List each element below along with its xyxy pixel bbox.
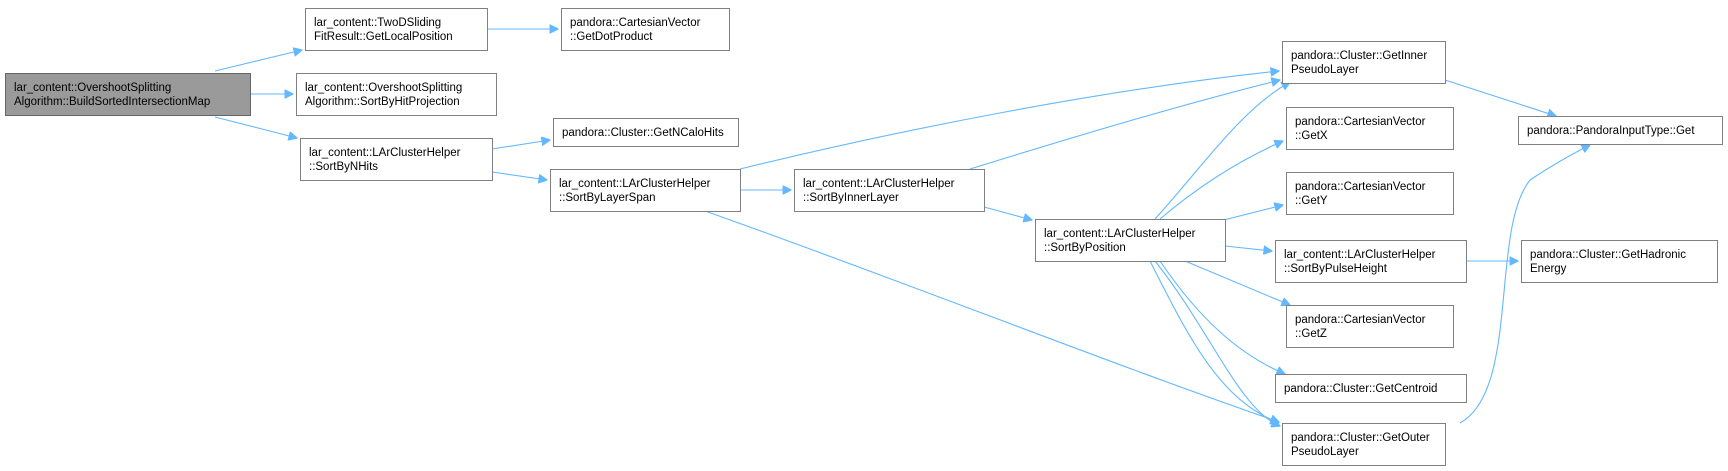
node-label-line: pandora::CartesianVector [570,17,701,29]
edge-root-to-twod-getlocal [214,50,302,72]
node-label-line: lar_content::LArClusterHelper [803,178,955,190]
node-label-line: lar_content::LArClusterHelper [1044,228,1196,240]
node-box [794,169,985,212]
node-label-line: ::GetDotProduct [570,31,653,43]
node-sort-by-hitproj[interactable]: lar_content::OvershootSplittingAlgorithm… [296,73,497,116]
node-box [1275,240,1467,283]
node-box [1521,240,1718,283]
node-get-dot[interactable]: pandora::CartesianVector::GetDotProduct [561,8,730,51]
edge-get-inner-to-pandora-input-get [1444,79,1556,116]
node-label-line: lar_content::LArClusterHelper [559,178,711,190]
node-box [553,118,739,147]
node-label-line: lar_content::TwoDSliding [314,17,441,29]
node-box [1282,423,1446,466]
edge-sort-by-position-to-get-outer [1149,260,1279,423]
node-label-line: ::SortByPosition [1044,242,1126,254]
node-label-line: lar_content::LArClusterHelper [309,147,461,159]
node-box [1286,107,1454,150]
node-label-line: lar_content::OvershootSplitting [14,82,171,94]
node-label-line: pandora::CartesianVector [1295,116,1426,128]
node-label-line: ::SortByPulseHeight [1284,263,1388,275]
node-label-line: ::GetY [1295,195,1328,207]
node-get-z[interactable]: pandora::CartesianVector::GetZ [1286,305,1454,348]
node-get-ncalohits[interactable]: pandora::Cluster::GetNCaloHits [553,118,739,147]
node-label-line: pandora::Cluster::GetNCaloHits [562,127,724,139]
node-twod-getlocal[interactable]: lar_content::TwoDSlidingFitResult::GetLo… [305,8,488,51]
node-label-line: pandora::CartesianVector [1295,314,1426,326]
node-root[interactable]: lar_content::OvershootSplittingAlgorithm… [5,73,251,116]
node-box [1286,305,1454,348]
node-label-line: lar_content::LArClusterHelper [1284,249,1436,261]
node-get-y[interactable]: pandora::CartesianVector::GetY [1286,172,1454,215]
node-label-line: Energy [1530,263,1567,275]
node-box [300,138,493,181]
node-box [296,73,497,116]
edge-sort-by-position-to-get-z [1184,260,1290,305]
node-label-line: ::GetX [1295,130,1328,142]
edge-sort-by-position-to-sort-by-pulse [1224,245,1272,251]
edge-get-outer-to-pandora-input-get [1459,145,1590,424]
node-label-line: pandora::Cluster::GetHadronic [1530,249,1686,261]
node-pandora-input-get[interactable]: pandora::PandoraInputType::Get [1518,116,1723,145]
edge-sort-by-innerlayer-to-sort-by-position [983,206,1032,220]
node-sort-by-nhits[interactable]: lar_content::LArClusterHelper::SortByNHi… [300,138,493,181]
edge-sort-by-nhits-to-sort-by-layerspan [491,171,547,180]
node-box [305,8,488,51]
node-box [1518,116,1723,145]
edges-layer [214,29,1590,426]
node-box [550,169,741,212]
node-sort-by-pulse[interactable]: lar_content::LArClusterHelper::SortByPul… [1275,240,1467,283]
edge-sort-by-layerspan-to-get-outer [704,210,1279,422]
nodes-layer: lar_content::OvershootSplittingAlgorithm… [5,8,1723,466]
node-label-line: pandora::CartesianVector [1295,181,1426,193]
node-box [561,8,730,51]
node-label-line: ::SortByInnerLayer [803,192,899,204]
edge-sort-by-layerspan-to-get-inner [739,71,1279,170]
node-sort-by-innerlayer[interactable]: lar_content::LArClusterHelper::SortByInn… [794,169,985,212]
node-get-x[interactable]: pandora::CartesianVector::GetX [1286,107,1454,150]
node-label-line: pandora::PandoraInputType::Get [1527,125,1695,137]
edge-sort-by-position-to-get-outer [1154,260,1280,426]
node-label-line: pandora::Cluster::GetInner [1291,50,1427,62]
edge-root-to-sort-by-nhits [214,116,297,138]
node-label-line: Algorithm::BuildSortedIntersectionMap [14,96,210,108]
node-label-line: PseudoLayer [1291,446,1359,458]
node-label-line: ::SortByNHits [309,161,378,173]
node-box [1286,172,1454,215]
node-sort-by-layerspan[interactable]: lar_content::LArClusterHelper::SortByLay… [550,169,741,212]
node-box [1275,374,1467,403]
node-label-line: Algorithm::SortByHitProjection [305,96,460,108]
node-sort-by-position[interactable]: lar_content::LArClusterHelper::SortByPos… [1035,219,1226,262]
node-box [1282,41,1446,84]
edge-sort-by-position-to-get-x [1159,141,1283,220]
node-box [1035,219,1226,262]
node-label-line: pandora::Cluster::GetCentroid [1284,383,1437,395]
edge-sort-by-nhits-to-get-ncalohits [491,140,550,150]
node-label-line: ::GetZ [1295,328,1327,340]
node-label-line: lar_content::OvershootSplitting [305,82,462,94]
node-label-line: ::SortByLayerSpan [559,192,656,204]
node-label-line: pandora::Cluster::GetOuter [1291,432,1430,444]
node-get-centroid[interactable]: pandora::Cluster::GetCentroid [1275,374,1467,403]
edge-sort-by-position-to-get-inner [1154,82,1290,220]
node-label-line: PseudoLayer [1291,64,1359,76]
edge-sort-by-position-to-get-centroid [1159,260,1285,374]
node-label-line: FitResult::GetLocalPosition [314,31,453,43]
edge-sort-by-innerlayer-to-get-inner [969,80,1280,170]
node-box [5,73,251,116]
